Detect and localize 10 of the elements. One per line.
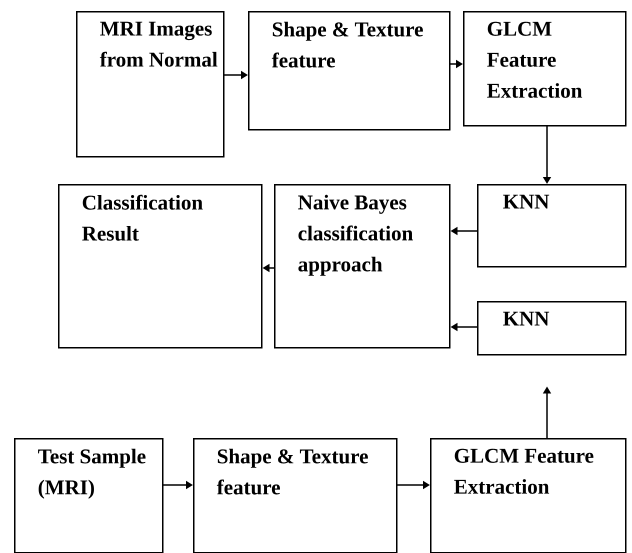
process-box: MRI Images from Normal: [76, 11, 224, 158]
process-box: Naive Bayes classification approach: [274, 184, 450, 348]
process-box: GLCM Feature Extraction: [430, 438, 626, 553]
process-box: GLCM Feature Extraction: [463, 11, 626, 126]
process-box: Test Sample (MRI): [14, 438, 164, 553]
process-box: KNN: [477, 184, 626, 268]
process-box: Shape & Texture feature: [193, 438, 398, 553]
process-box: KNN: [477, 301, 626, 356]
process-box: Classification Result: [58, 184, 262, 348]
process-box: Shape & Texture feature: [248, 11, 450, 130]
